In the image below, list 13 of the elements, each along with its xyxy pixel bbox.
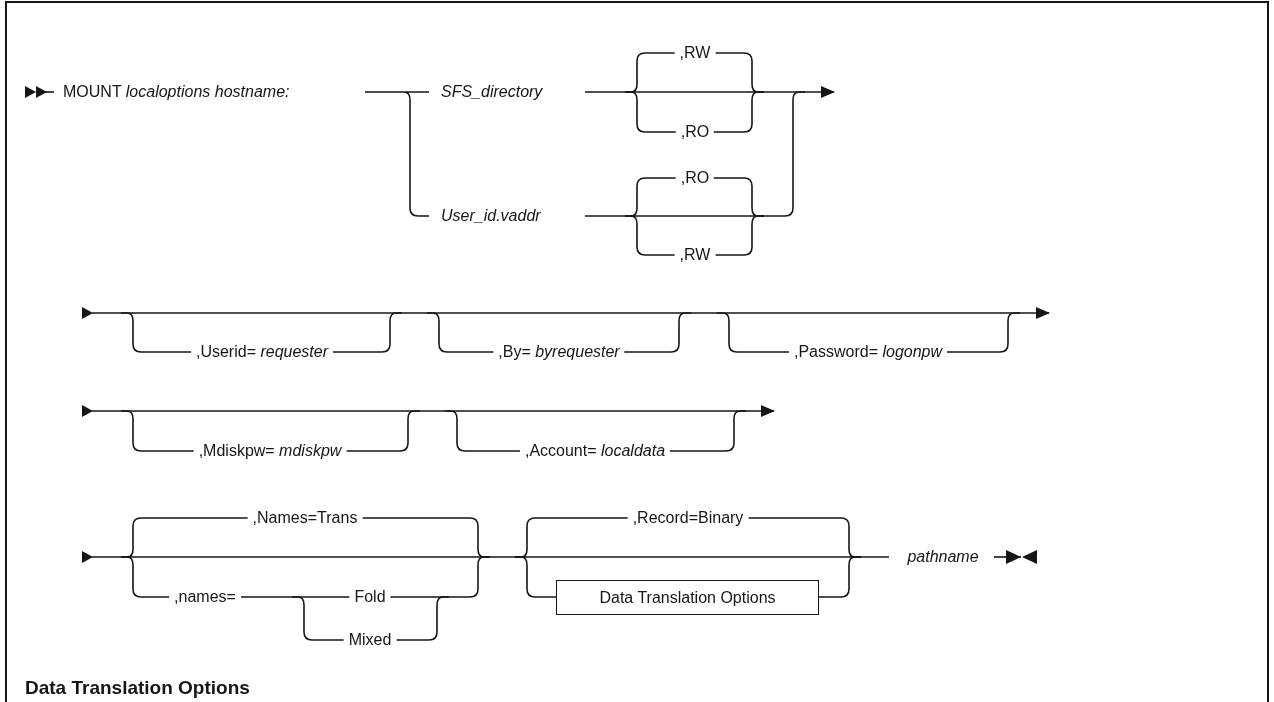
option-syntax: ,Userid= requester (190, 342, 334, 362)
section-heading: Data Translation Options (24, 678, 251, 698)
keyword: ,Record=Binary (627, 508, 749, 528)
option-syntax: ,By= byrequester (493, 342, 625, 362)
option-syntax: ,Account= localdata (519, 441, 671, 461)
keyword: ,Names=Trans (247, 508, 363, 528)
keyword: ,RW (674, 43, 716, 63)
syntax-fragment-box: Data Translation Options (556, 580, 819, 615)
option-syntax: ,Password= logonpw (788, 342, 948, 362)
keyword: ,RO (675, 122, 715, 142)
keyword: ,RW (674, 245, 716, 265)
keyword: ,RO (675, 168, 715, 188)
option-syntax: ,Mdiskpw= mdiskpw (193, 441, 347, 461)
